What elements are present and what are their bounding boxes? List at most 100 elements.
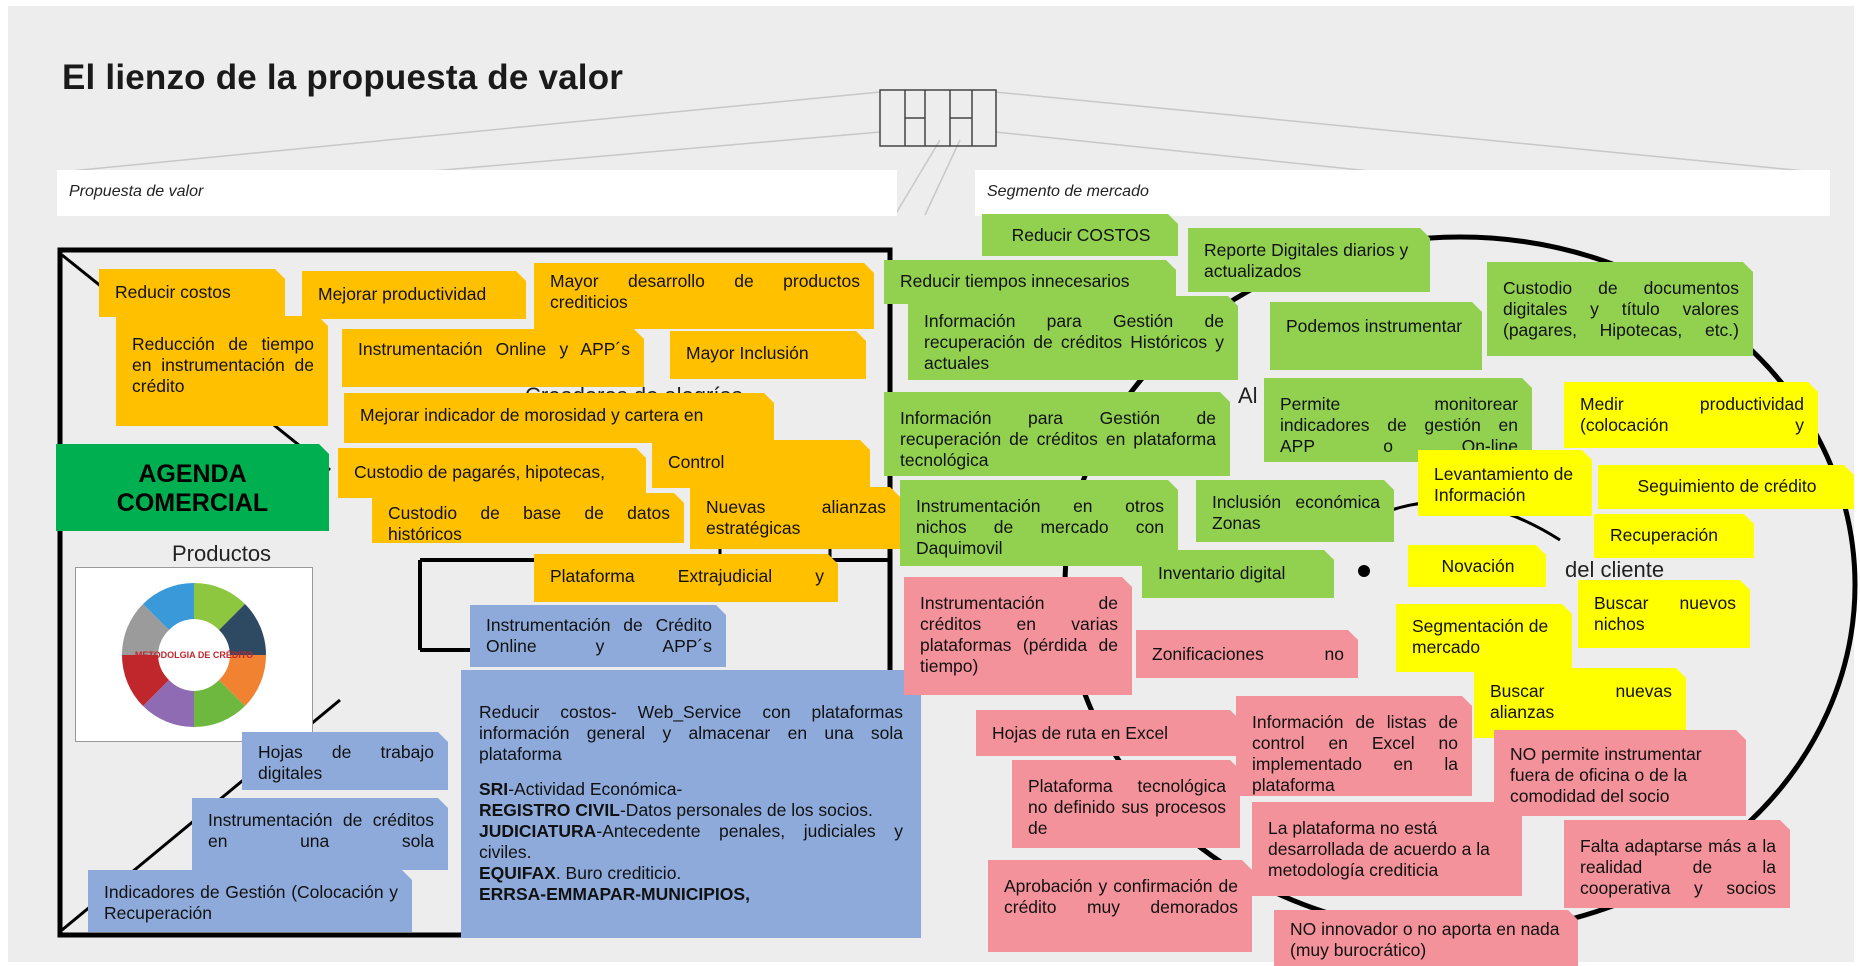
note-text: Zonificaciones no (1152, 644, 1344, 664)
wheel-segment (143, 582, 194, 630)
note-aprobacion-demorados: Aprobación y confirmación de crédito muy… (988, 860, 1252, 952)
web-service-equifax: EQUIFAX. Buro crediticio. (479, 863, 903, 884)
note-custodio-base-datos: Custodio de base de datos históricos (372, 493, 684, 543)
web-service-sri: SRI-Actividad Económica- (479, 779, 903, 800)
note-hojas-ruta-excel: Hojas de ruta en Excel (976, 710, 1240, 756)
note-text: Inclusión económica Zonas (1212, 492, 1380, 533)
note-text: Buscar nuevas alianzas (1490, 681, 1672, 722)
wheel-graphic: METODOLGIA DE CRÉDITO (121, 582, 267, 728)
note-text: Indicadores de Gestión (Colocación y Rec… (104, 882, 398, 923)
note-text: Instrumentación Online y APP´s (358, 339, 630, 359)
note-mejorar-morosidad: Mejorar indicador de morosidad y cartera… (344, 393, 774, 443)
note-text: Aprobación y confirmación de crédito muy… (1004, 876, 1238, 917)
web-service-errsa: ERRSA-EMMAPAR-MUNICIPIOS, (479, 884, 903, 905)
note-text: Hojas de trabajo digitales (258, 742, 434, 783)
note-novacion: Novación (1408, 545, 1546, 587)
note-instrumentacion-credito-online: Instrumentación de Crédito Online y APP´… (470, 605, 726, 667)
mini-canvas-icon (879, 89, 997, 147)
note-zonificaciones: Zonificaciones no (1136, 630, 1358, 678)
wheel-center-label: METODOLGIA DE CRÉDITO (135, 650, 253, 660)
page-title: El lienzo de la propuesta de valor (62, 58, 624, 97)
note-segmentacion-mercado: Segmentación de mercado (1396, 604, 1572, 672)
equifax-text: . Buro crediticio. (555, 863, 682, 883)
note-text: Instrumentación de Crédito Online y APP´… (486, 615, 712, 656)
note-recuperacion: Recuperación (1594, 514, 1754, 558)
registro-label: REGISTRO CIVIL (479, 800, 620, 820)
note-text: Buscar nuevos nichos (1594, 593, 1736, 634)
note-text: Plataforma Extrajudicial y (550, 566, 824, 586)
note-custodio-documentos: Custodio de documentos digitales y títul… (1487, 262, 1753, 356)
note-plataforma-extrajudicial: Plataforma Extrajudicial y (534, 554, 838, 602)
wheel-segment (143, 680, 194, 728)
note-inventario-digital: Inventario digital (1142, 550, 1334, 598)
note-text: Medir productividad (colocación y (1580, 394, 1804, 435)
note-text: Nuevas alianzas estratégicas (706, 497, 886, 538)
note-text: Custodio de base de datos históricos (388, 503, 670, 543)
note-hojas-trabajo-digitales: Hojas de trabajo digitales (242, 732, 448, 790)
note-levantamiento-informacion: Levantamiento de Información (1418, 450, 1592, 516)
note-text: Información de listas de control en Exce… (1252, 712, 1458, 795)
face-eye (1358, 565, 1370, 577)
note-text: Información para Gestión de recuperación… (924, 311, 1224, 373)
note-no-innovador: NO innovador o no aporta en nada (muy bu… (1274, 910, 1578, 966)
note-text: Instrumentación de créditos en una sola (208, 810, 434, 851)
agenda-comercial-badge: AGENDA COMERCIAL (56, 444, 329, 531)
web-service-registro: REGISTRO CIVIL-Datos personales de los s… (479, 800, 903, 821)
note-custodio-pagares: Custodio de pagarés, hipotecas, (338, 448, 646, 498)
wheel-segment (194, 680, 245, 728)
note-text: Reducción de tiempo en instrumentación d… (132, 334, 314, 396)
note-buscar-nuevas-alianzas: Buscar nuevas alianzas (1474, 668, 1686, 738)
note-buscar-nuevos-nichos: Buscar nuevos nichos (1578, 580, 1750, 648)
note-text: Instrumentación de créditos en varias pl… (920, 593, 1118, 676)
agenda-line1: AGENDA (138, 460, 247, 488)
note-instrumentacion-una-sola: Instrumentación de créditos en una sola (192, 798, 448, 870)
errsa-label: ERRSA-EMMAPAR-MUNICIPIOS, (479, 884, 750, 904)
note-reducir-costos-green: Reducir COSTOS (982, 214, 1178, 256)
note-seguimiento-credito: Seguimiento de crédito (1598, 465, 1854, 509)
note-text: Falta adaptarse más a la realidad de la … (1580, 836, 1776, 898)
note-instrumentacion-varias-plataformas: Instrumentación de créditos en varias pl… (904, 577, 1132, 695)
note-text: Mayor desarrollo de productos crediticio… (550, 271, 860, 312)
note-plataforma-no-desarrollada: La plataforma no está desarrollada de ac… (1252, 802, 1522, 896)
label-productos: Productos (172, 541, 272, 566)
web-service-judiciatura: JUDICIATURA-Antecedente penales, judicia… (479, 821, 903, 863)
wheel-segment (194, 582, 245, 630)
band-propuesta-de-valor: Propuesta de valor (57, 170, 897, 216)
note-nuevas-alianzas: Nuevas alianzas estratégicas (690, 487, 900, 549)
note-permite-monitorear: Permite monitorear indicadores de gestió… (1264, 378, 1532, 462)
note-listas-control-excel: Información de listas de control en Exce… (1236, 696, 1472, 796)
sri-text: -Actividad Económica- (508, 779, 683, 799)
wheel-segment (121, 655, 169, 706)
note-mayor-desarrollo-productos: Mayor desarrollo de productos crediticio… (534, 263, 874, 329)
note-instrumentacion-nichos: Instrumentación en otros nichos de merca… (900, 480, 1178, 566)
note-text: Custodio de documentos digitales y títul… (1503, 278, 1739, 340)
metodologia-credito-wheel: METODOLGIA DE CRÉDITO (75, 567, 313, 742)
wheel-segment (219, 604, 267, 655)
note-instrumentacion-online: Instrumentación Online y APP´s (342, 329, 644, 387)
note-text: Plataforma tecnológica no definido sus p… (1028, 776, 1226, 838)
equifax-label: EQUIFAX (479, 863, 556, 883)
band-segmento-de-mercado: Segmento de mercado (975, 170, 1830, 216)
note-control: Control (652, 440, 870, 488)
wheel-segment (219, 655, 267, 706)
note-text: Información para Gestión de recuperación… (900, 408, 1216, 470)
note-text: Permite monitorear indicadores de gestió… (1280, 394, 1518, 456)
note-podemos-instrumentar: Podemos instrumentar (1270, 302, 1482, 370)
note-plataforma-no-definido: Plataforma tecnológica no definido sus p… (1012, 760, 1240, 848)
sri-label: SRI (479, 779, 509, 799)
note-mejorar-productividad: Mejorar productividad (302, 271, 526, 319)
registro-text: -Datos personales de los socios. (619, 800, 873, 820)
note-inclusion-economica: Inclusión económica Zonas (1196, 480, 1394, 542)
note-informacion-historicos: Información para Gestión de recuperación… (908, 296, 1238, 380)
web-service-intro: Reducir costos- Web_Service con platafor… (479, 702, 903, 764)
note-no-permite-instrumentar: NO permite instrumentar fuera de oficina… (1494, 730, 1746, 816)
label-alegrias: Al (1238, 383, 1258, 408)
note-indicadores-gestion: Indicadores de Gestión (Colocación y Rec… (88, 870, 412, 932)
judiciatura-label: JUDICIATURA (479, 821, 597, 841)
note-text: Instrumentación en otros nichos de merca… (916, 496, 1164, 558)
note-reporte-digitales: Reporte Digitales diarios y actualizados (1188, 228, 1430, 292)
label-del-cliente: del cliente (1565, 557, 1665, 582)
note-mayor-inclusion: Mayor Inclusión (670, 331, 866, 379)
note-informacion-plataforma: Información para Gestión de recuperación… (884, 392, 1230, 476)
